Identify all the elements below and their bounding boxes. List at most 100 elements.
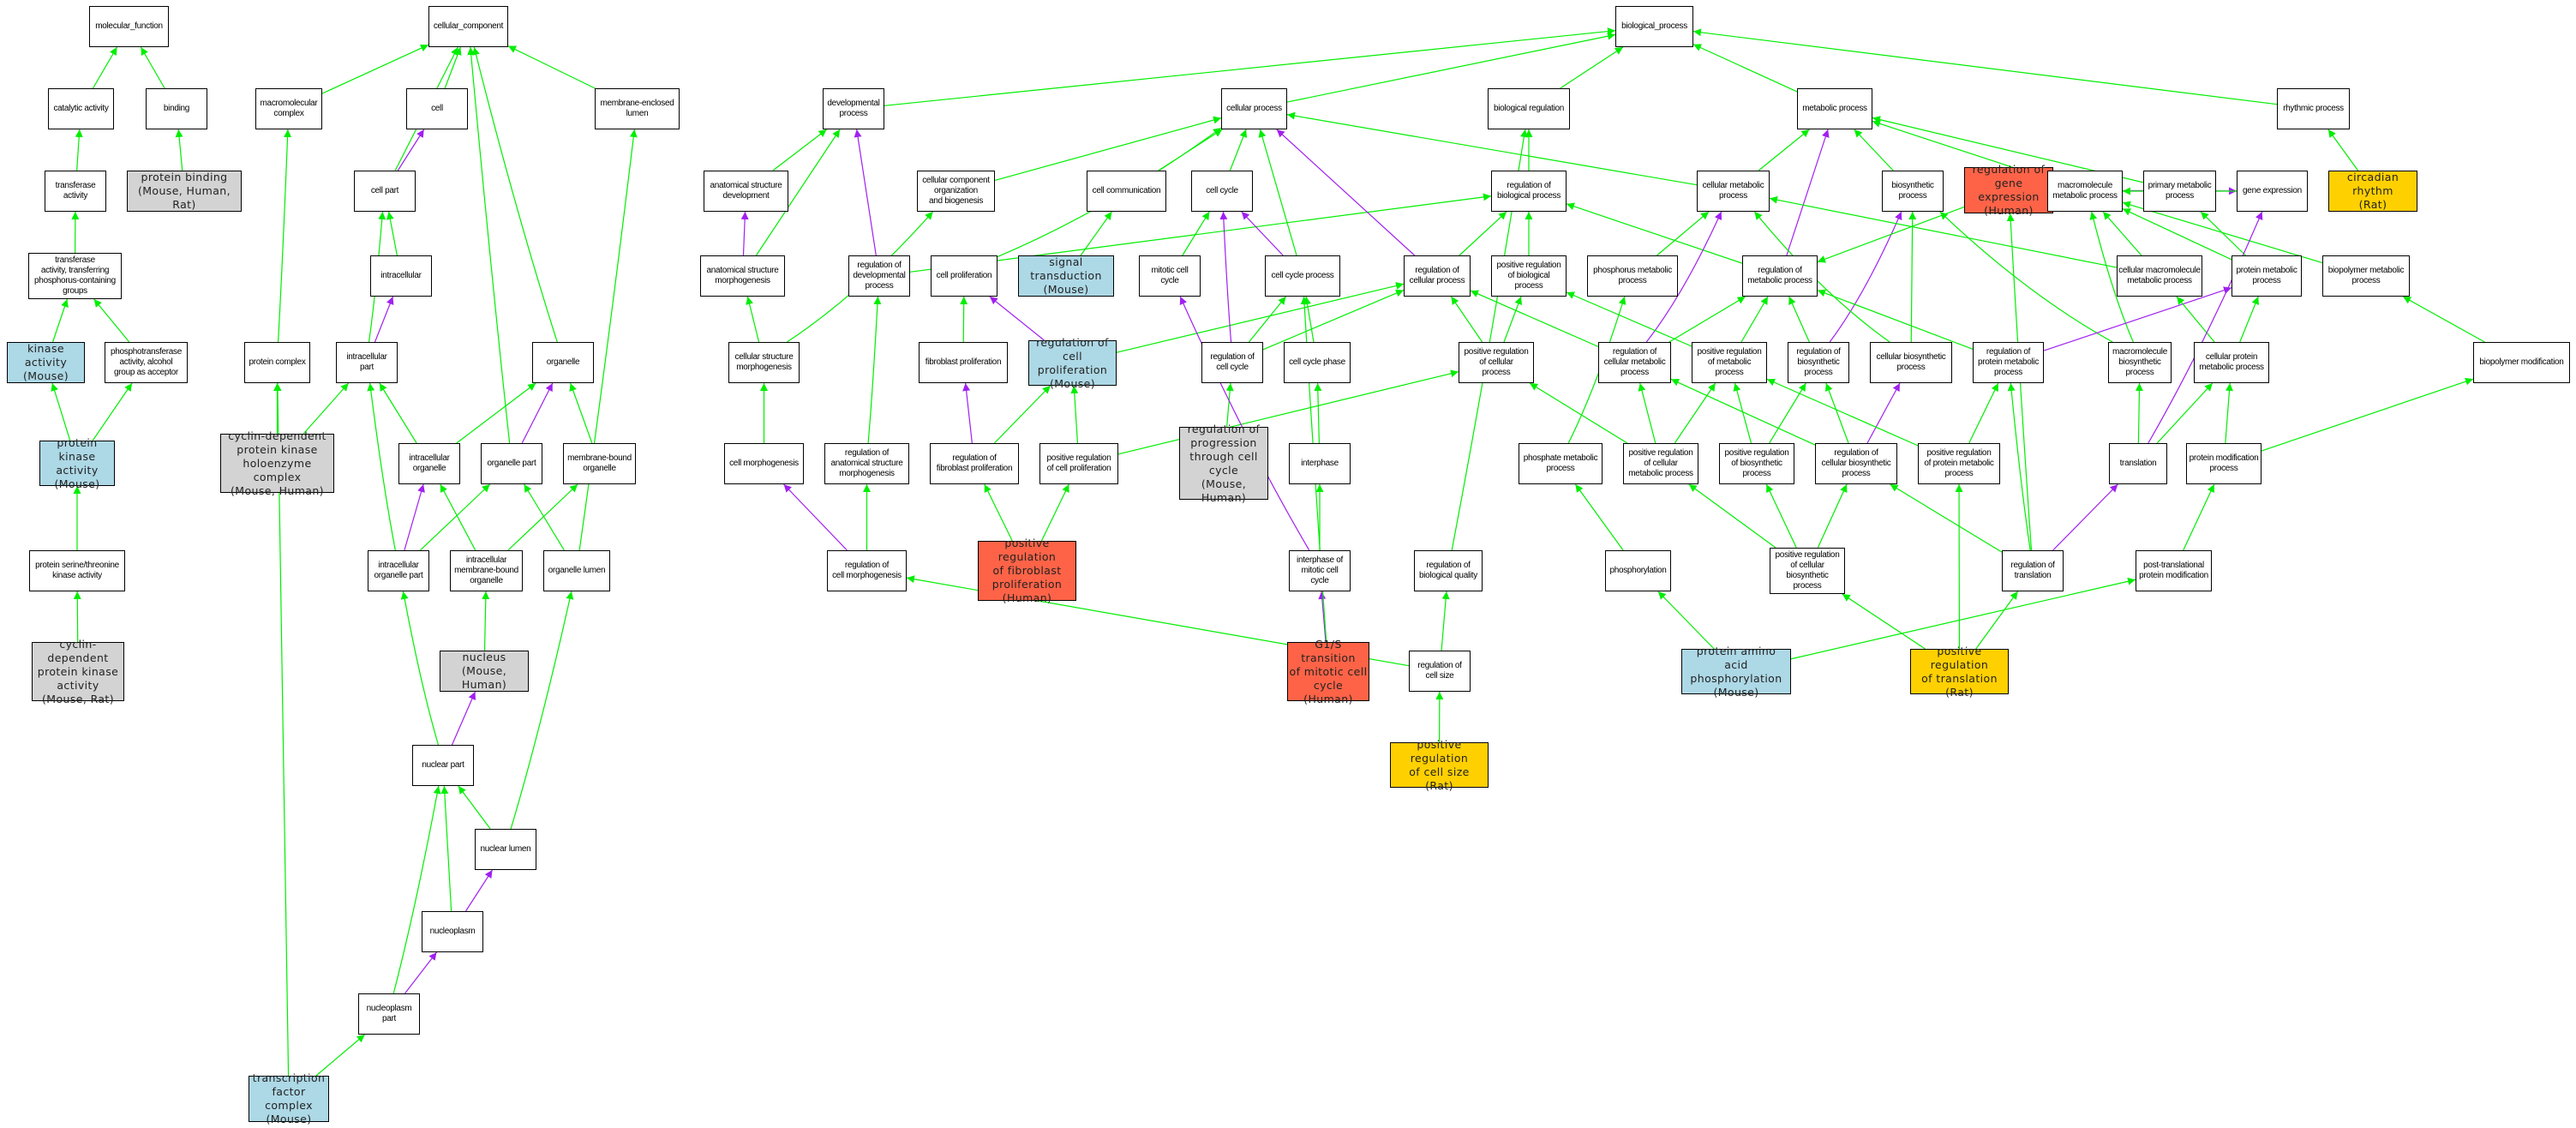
- go-term-node-intramemorg[interactable]: intracellular membrane-bound organelle: [450, 550, 523, 591]
- go-term-node-regcellsize[interactable]: regulation of cell size: [1409, 651, 1471, 692]
- go-term-node-posregcellbiosyn[interactable]: positive regulation of cellular biosynth…: [1770, 548, 1845, 594]
- go-term-node-intrapart[interactable]: intracellular part: [336, 342, 398, 383]
- go-term-node-regmetab[interactable]: regulation of metabolic process: [1742, 255, 1818, 297]
- go-term-node-posttrans[interactable]: post-translational protein modification: [2136, 550, 2212, 591]
- go-term-node-posregcellmetab[interactable]: positive regulation of cellular metaboli…: [1623, 443, 1698, 484]
- go-term-node-orglumen[interactable]: organelle lumen: [543, 550, 610, 591]
- go-term-node-interphase[interactable]: interphase: [1289, 443, 1351, 484]
- go-term-node-regcellmorph[interactable]: regulation of cell morphogenesis: [827, 550, 907, 591]
- go-term-node-cellprotmetab[interactable]: cellular protein metabolic process: [2194, 342, 2269, 383]
- go-term-node-binding[interactable]: binding: [146, 88, 207, 129]
- go-term-node-reganatmorph[interactable]: regulation of anatomical structure morph…: [824, 443, 909, 484]
- go-term-node-ccphase[interactable]: cell cycle phase: [1284, 342, 1351, 383]
- go-term-node-transphos[interactable]: transferase activity, transferring phosp…: [28, 253, 122, 299]
- go-term-node-posregmetab[interactable]: positive regulation of metabolic process: [1692, 342, 1767, 383]
- go-term-node-regbioqual[interactable]: regulation of biological quality: [1414, 550, 1483, 591]
- go-term-node-regcellprolif[interactable]: regulation of cell proliferation (Mouse): [1028, 336, 1117, 390]
- go-term-node-fibroprolif[interactable]: fibroblast proliferation: [919, 342, 1008, 383]
- go-term-node-kinase[interactable]: kinase activity (Mouse): [7, 342, 85, 383]
- go-term-node-cellcomm[interactable]: cell communication: [1087, 171, 1166, 212]
- go-term-node-orgpart[interactable]: organelle part: [481, 443, 542, 484]
- go-term-node-posregtransl[interactable]: positive regulation of translation (Rat): [1910, 645, 2009, 699]
- go-term-node-cellmetab[interactable]: cellular metabolic process: [1697, 171, 1770, 212]
- go-term-node-translation[interactable]: translation: [2109, 443, 2167, 484]
- go-term-node-regbioproc[interactable]: regulation of biological process: [1491, 171, 1567, 212]
- go-term-node-phosphorylation[interactable]: phosphorylation: [1605, 550, 1671, 591]
- go-term-node-protkinase[interactable]: protein kinase activity (Mouse): [39, 436, 115, 490]
- go-term-node-posregcellsize[interactable]: positive regulation of cell size (Rat): [1390, 738, 1489, 792]
- go-term-node-reggeneexp[interactable]: regulation of gene expression (Human): [1964, 163, 2053, 217]
- go-term-node-posregfibro[interactable]: positive regulation of fibroblast prolif…: [978, 537, 1076, 604]
- go-term-node-regcc[interactable]: regulation of cell cycle: [1201, 342, 1263, 383]
- go-term-node-g1s[interactable]: G1/S transition of mitotic cell cycle (H…: [1287, 638, 1369, 705]
- go-term-node-cellbiosyn[interactable]: cellular biosynthetic process: [1870, 342, 1952, 383]
- go-term-node-posregcellproc[interactable]: positive regulation of cellular process: [1459, 342, 1534, 383]
- go-term-node-circadian[interactable]: circadian rhythm (Rat): [2328, 171, 2417, 212]
- go-term-node-intraorgpart[interactable]: intracellular organelle part: [368, 550, 429, 591]
- go-term-node-ccproc[interactable]: cell cycle process: [1265, 255, 1340, 297]
- go-term-node-intracellular[interactable]: intracellular: [370, 255, 432, 297]
- go-term-node-cc[interactable]: cellular_component: [428, 6, 508, 47]
- go-term-node-bp[interactable]: biological_process: [1615, 6, 1693, 47]
- go-term-node-protmetab[interactable]: protein metabolic process: [2232, 255, 2302, 297]
- go-term-node-protcomplex[interactable]: protein complex: [244, 342, 310, 383]
- go-term-node-regtransl[interactable]: regulation of translation: [2002, 550, 2064, 591]
- go-term-node-macrocomplex[interactable]: macromolecular complex: [255, 88, 322, 129]
- go-term-node-nucleoplasm[interactable]: nucleoplasm: [422, 911, 483, 952]
- go-term-node-posregbio[interactable]: positive regulation of biological proces…: [1491, 255, 1567, 297]
- go-term-node-bioreg[interactable]: biological regulation: [1488, 88, 1570, 129]
- go-term-node-cell[interactable]: cell: [406, 88, 468, 129]
- go-term-node-mitotic[interactable]: mitotic cell cycle: [1139, 255, 1201, 297]
- go-term-node-memborg[interactable]: membrane-bound organelle: [563, 443, 636, 484]
- go-term-node-intermitotic[interactable]: interphase of mitotic cell cycle: [1289, 550, 1351, 591]
- go-term-node-rhythmic[interactable]: rhythmic process: [2277, 88, 2350, 129]
- go-term-node-regprogcc[interactable]: regulation of progression through cell c…: [1179, 423, 1268, 504]
- go-term-node-mf[interactable]: molecular_function: [89, 6, 169, 47]
- go-term-node-cellproc[interactable]: cellular process: [1221, 88, 1287, 129]
- go-term-node-geneexp[interactable]: gene expression: [2237, 171, 2308, 212]
- go-term-node-nucleoplasmpart[interactable]: nucleoplasm part: [358, 993, 420, 1035]
- go-term-node-anatmorph[interactable]: anatomical structure morphogenesis: [700, 255, 785, 297]
- go-term-node-regbiosyn[interactable]: regulation of biosynthetic process: [1788, 342, 1849, 383]
- go-term-node-posregbiosyn[interactable]: positive regulation of biosynthetic proc…: [1719, 443, 1794, 484]
- go-term-node-posregcellprolif[interactable]: positive regulation of cell proliferatio…: [1039, 443, 1118, 484]
- go-term-node-ccorg[interactable]: cellular component organization and biog…: [917, 171, 995, 212]
- go-term-node-anatdev[interactable]: anatomical structure development: [704, 171, 788, 212]
- go-term-node-cellstructmorph[interactable]: cellular structure morphogenesis: [728, 342, 800, 383]
- go-term-node-metab[interactable]: metabolic process: [1797, 88, 1872, 129]
- go-term-node-nuclumen[interactable]: nuclear lumen: [475, 829, 536, 870]
- go-term-node-posregprotmetab[interactable]: positive regulation of protein metabolic…: [1918, 443, 2000, 484]
- go-term-node-protaaphos[interactable]: protein amino acid phosphorylation (Mous…: [1681, 645, 1791, 699]
- go-term-node-serthr[interactable]: protein serine/threonine kinase activity: [29, 550, 125, 591]
- go-term-node-phosphorus[interactable]: phosphorus metabolic process: [1587, 255, 1678, 297]
- go-term-node-cellmacrometab[interactable]: cellular macromolecule metabolic process: [2117, 255, 2202, 297]
- go-term-node-intraorg[interactable]: intracellular organelle: [398, 443, 460, 484]
- go-term-node-tfcomplex[interactable]: transcription factor complex (Mouse): [249, 1071, 329, 1125]
- go-term-node-cellpart[interactable]: cell part: [354, 171, 416, 212]
- go-term-node-devproc[interactable]: developmental process: [823, 88, 884, 129]
- go-term-node-catalytic[interactable]: catalytic activity: [48, 88, 114, 129]
- go-term-node-memlumen[interactable]: membrane-enclosed lumen: [595, 88, 680, 129]
- go-term-node-cellprolif[interactable]: cell proliferation: [931, 255, 997, 297]
- go-term-node-nucleus[interactable]: nucleus (Mouse, Human): [440, 651, 529, 692]
- go-term-node-biopolymod[interactable]: biopolymer modification: [2473, 342, 2570, 383]
- go-term-node-signal[interactable]: signal transduction (Mouse): [1018, 255, 1114, 297]
- go-term-node-organelle[interactable]: organelle: [532, 342, 594, 383]
- go-term-node-primmetab[interactable]: primary metabolic process: [2143, 171, 2216, 212]
- go-term-node-regcellmetab[interactable]: regulation of cellular metabolic process: [1598, 342, 1671, 383]
- go-term-node-phosphate[interactable]: phosphate metabolic process: [1519, 443, 1603, 484]
- go-term-node-cdkact[interactable]: cyclin-dependent protein kinase activity…: [32, 638, 124, 705]
- go-term-node-regprotmetab[interactable]: regulation of protein metabolic process: [1973, 342, 2044, 383]
- go-term-node-regdev[interactable]: regulation of developmental process: [848, 255, 910, 297]
- go-term-node-phosphotrans[interactable]: phosphotransferase activity, alcohol gro…: [105, 342, 188, 383]
- go-term-node-regcellbiosyn[interactable]: regulation of cellular biosynthetic proc…: [1815, 443, 1897, 484]
- go-term-node-regcellproc[interactable]: regulation of cellular process: [1404, 255, 1471, 297]
- go-term-node-protmod[interactable]: protein modification process: [2186, 443, 2261, 484]
- go-term-node-cdkholo[interactable]: cyclin-dependent protein kinase holoenzy…: [220, 429, 334, 497]
- go-term-node-nucpart[interactable]: nuclear part: [412, 745, 474, 786]
- go-term-node-transferase[interactable]: transferase activity: [45, 171, 106, 212]
- go-term-node-cellmorph[interactable]: cell morphogenesis: [724, 443, 804, 484]
- go-term-node-cellcycle[interactable]: cell cycle: [1191, 171, 1253, 212]
- go-term-node-biopolymetab[interactable]: biopolymer metabolic process: [2322, 255, 2410, 297]
- go-term-node-protbinding[interactable]: protein binding (Mouse, Human, Rat): [127, 171, 242, 212]
